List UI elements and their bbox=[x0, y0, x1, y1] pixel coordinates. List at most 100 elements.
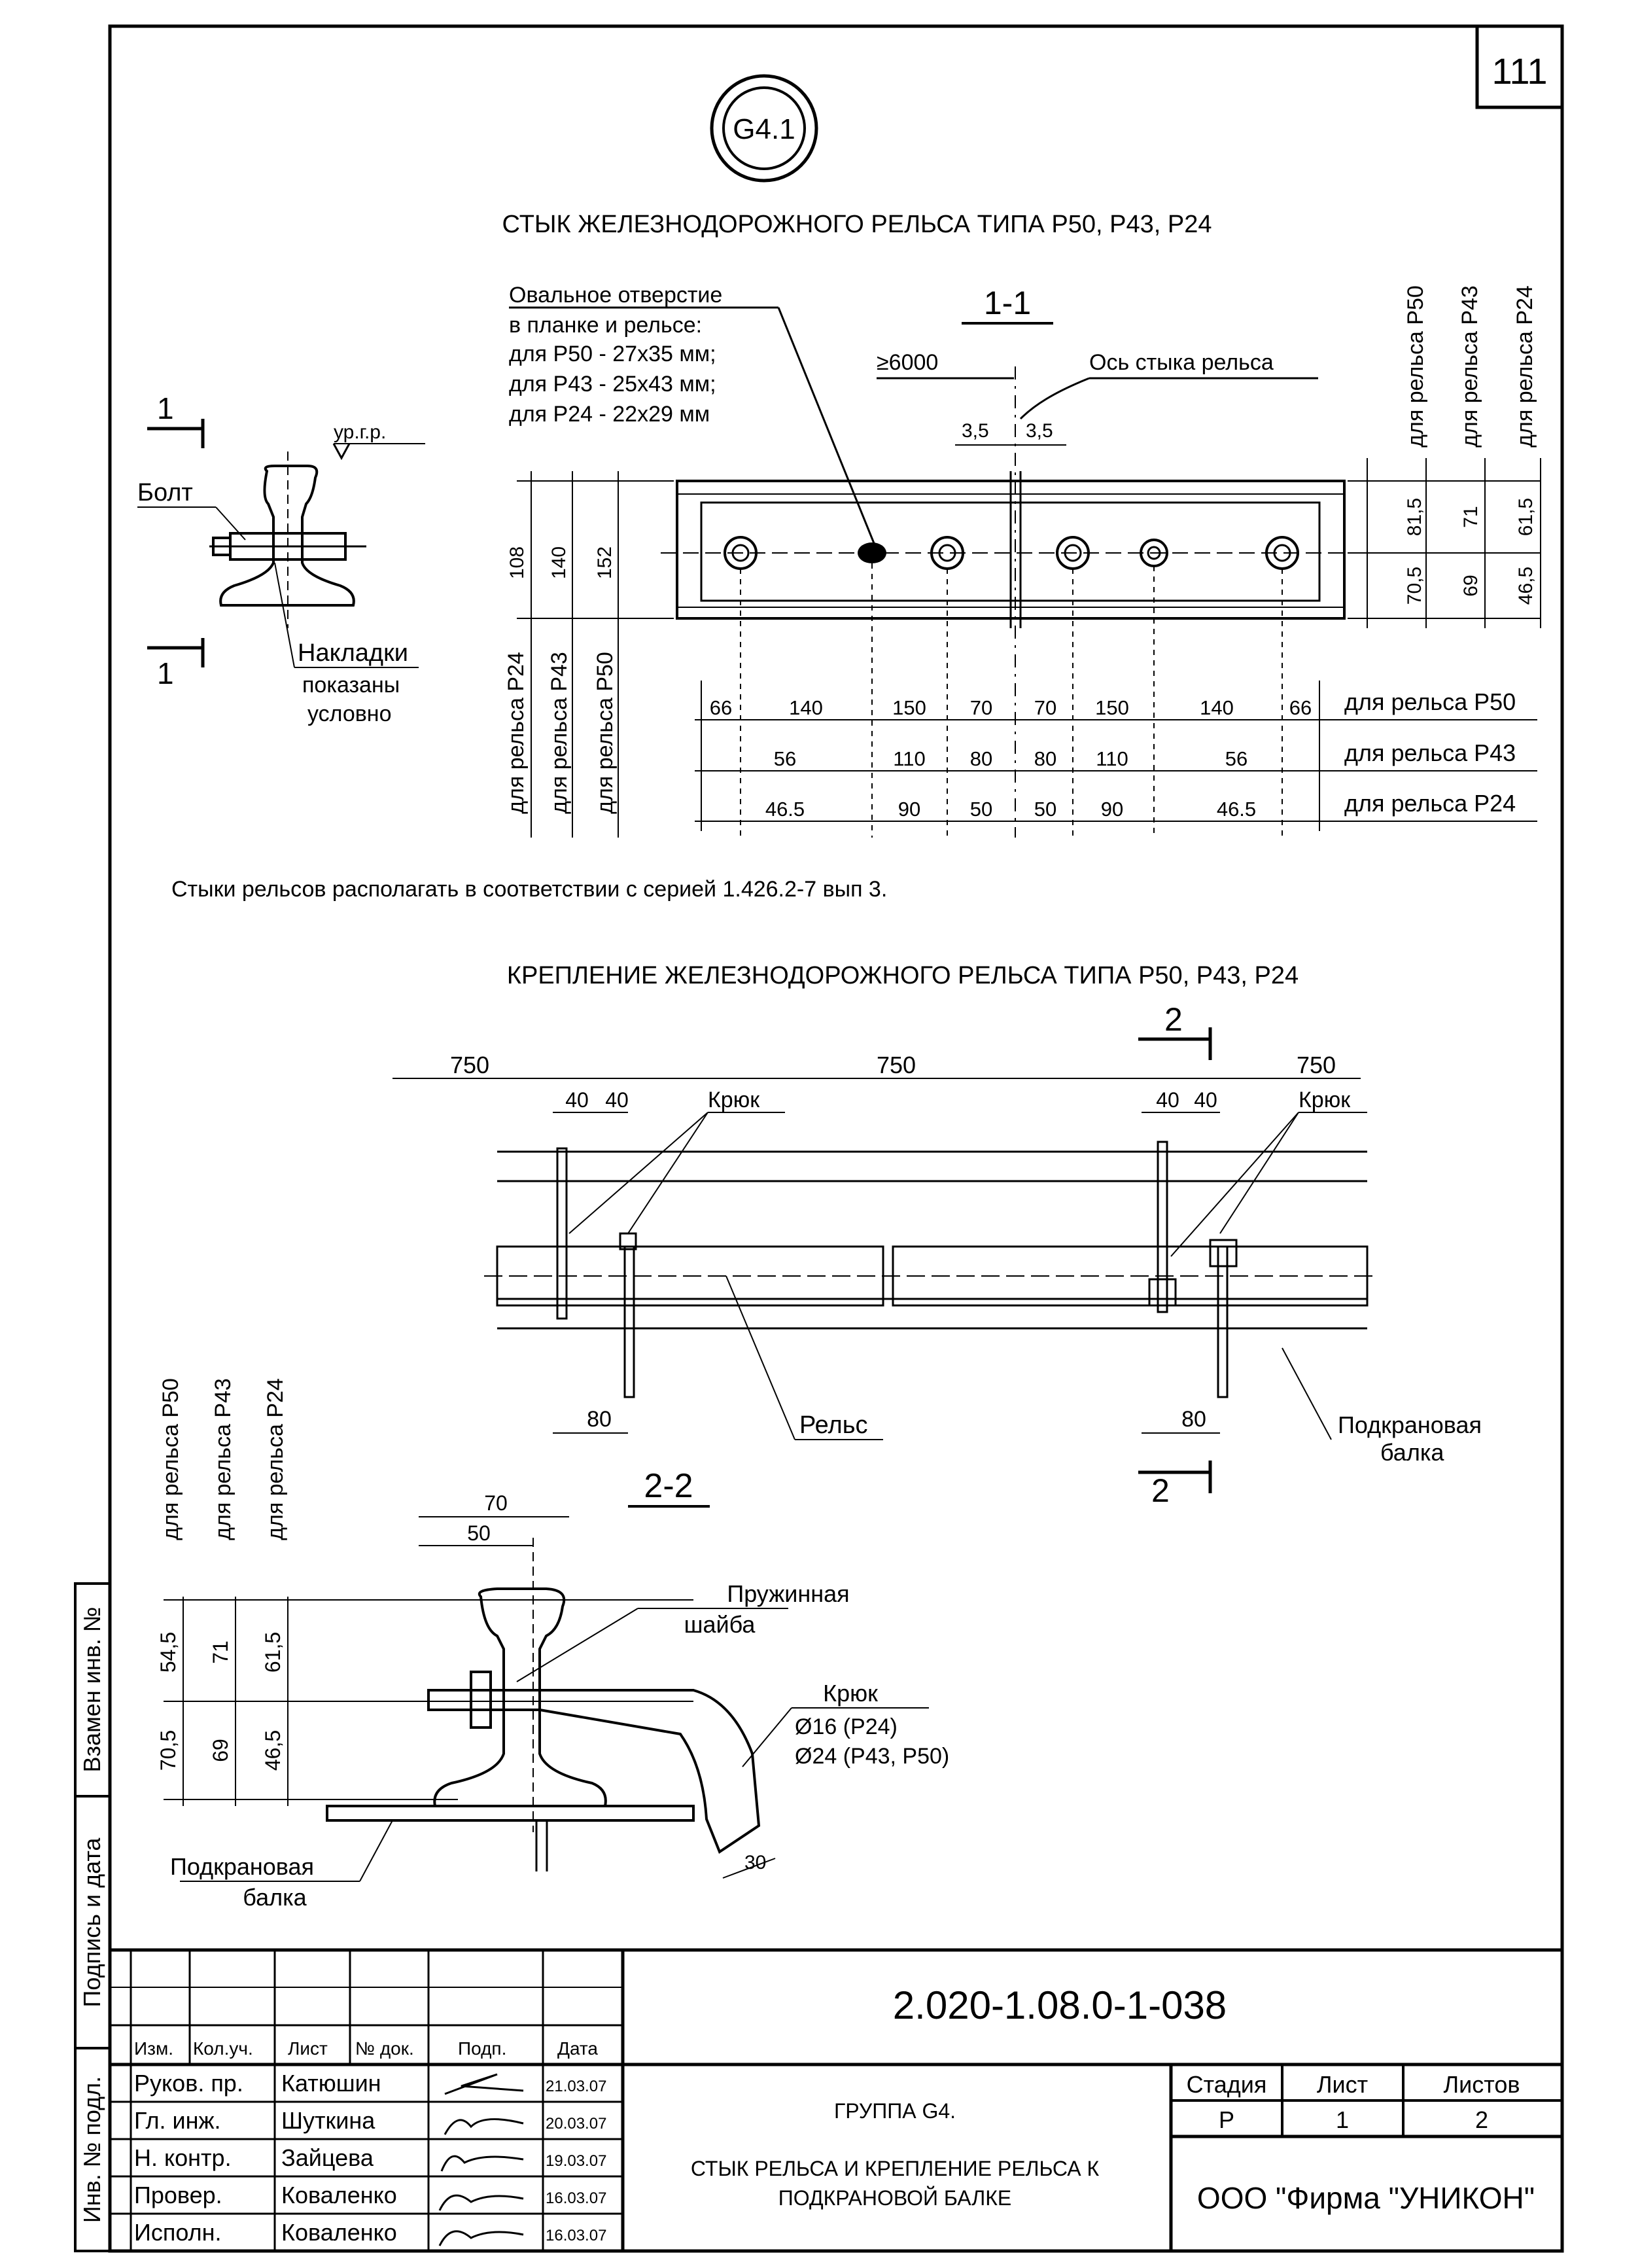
s2-height-dims bbox=[164, 1597, 693, 1806]
svg-text:70: 70 bbox=[970, 696, 992, 719]
sheet-number: 111 bbox=[1492, 50, 1547, 92]
s2-top-dim-p43: 71 bbox=[209, 1640, 232, 1664]
organization: ООО "Фирма "УНИКОН" bbox=[1197, 2181, 1535, 2215]
left-label-p50: для рельса Р50 bbox=[593, 652, 618, 814]
row-label-p43: для рельса Р43 bbox=[1344, 739, 1516, 766]
offset-4: 40 bbox=[1194, 1088, 1217, 1112]
spacing-right: 750 bbox=[1297, 1052, 1336, 1078]
sheet-header: Лист bbox=[1317, 2071, 1368, 2098]
sheet-number-box bbox=[1475, 24, 1564, 109]
beam-label-plan-2: балка bbox=[1380, 1439, 1444, 1466]
hook-s2-leader bbox=[742, 1707, 792, 1767]
description-line-1: СТЫК РЕЛЬСА И КРЕПЛЕНИЕ РЕЛЬСА К bbox=[691, 2157, 1100, 2180]
document-code: 2.020-1.08.0-1-038 bbox=[893, 1983, 1227, 2027]
svg-text:56: 56 bbox=[1225, 747, 1247, 770]
gap-dim-left: 3,5 bbox=[962, 420, 989, 442]
svg-text:Коваленко: Коваленко bbox=[281, 2219, 397, 2246]
s2-bot-dim-p24: 46,5 bbox=[261, 1730, 285, 1771]
svg-text:Гл. инж.: Гл. инж. bbox=[134, 2107, 221, 2134]
description-line-2: ПОДКРАНОВОЙ БАЛКЕ bbox=[778, 2186, 1011, 2210]
height-108: 108 bbox=[506, 546, 528, 579]
beam-label-plan-1: Подкрановая bbox=[1338, 1411, 1482, 1438]
hook-diameter-p43-p50: Ø24 (Р43, Р50) bbox=[795, 1744, 949, 1769]
signature-rows: Руков. пр. Катюшин 21.03.07 Гл. инж. Шут… bbox=[134, 2070, 606, 2246]
dim-70: 70 bbox=[484, 1491, 508, 1515]
svg-text:Лист: Лист bbox=[288, 2038, 328, 2059]
joint-note: Стыки рельсов располагать в соответствии… bbox=[171, 877, 887, 902]
badge-inner-ring bbox=[722, 86, 806, 170]
sheets-value: 2 bbox=[1475, 2106, 1488, 2133]
svg-text:66: 66 bbox=[1289, 696, 1312, 719]
washer-leader bbox=[516, 1608, 638, 1682]
section-2-2-title: 2-2 bbox=[644, 1467, 693, 1505]
svg-text:50: 50 bbox=[1034, 798, 1056, 821]
handwritten-signatures bbox=[438, 2073, 524, 2246]
hook-label-left: Крюк bbox=[708, 1088, 760, 1112]
dim-80-right: 80 bbox=[1181, 1407, 1206, 1432]
row-p24-dims: 46.5 90 50 50 90 46.5 bbox=[765, 798, 1256, 821]
badge-outer-ring bbox=[710, 74, 818, 183]
svg-text:для Р24 - 22x29 мм: для Р24 - 22x29 мм bbox=[509, 402, 710, 427]
s2-bot-dim-p50: 70,5 bbox=[156, 1730, 180, 1771]
axis-leader bbox=[1019, 377, 1090, 420]
group-label: ГРУППА G4. bbox=[834, 2099, 956, 2123]
hook-label-right: Крюк bbox=[1299, 1088, 1351, 1112]
margin-sign-date: Подпись и дата bbox=[79, 1837, 105, 2008]
svg-text:Кол.уч.: Кол.уч. bbox=[193, 2038, 253, 2059]
spacing-left: 750 bbox=[450, 1052, 489, 1078]
svg-text:46.5: 46.5 bbox=[765, 798, 805, 821]
svg-text:16.03.07: 16.03.07 bbox=[546, 2227, 606, 2244]
overlay-label-2: показаны bbox=[302, 673, 400, 698]
badge-label: G4.1 bbox=[733, 113, 795, 145]
svg-text:56: 56 bbox=[774, 747, 796, 770]
left-height-dims bbox=[517, 471, 674, 838]
svg-text:80: 80 bbox=[970, 747, 992, 770]
sheet-value: 1 bbox=[1336, 2106, 1349, 2133]
s2-top-dim-p24: 61,5 bbox=[261, 1632, 285, 1673]
level-marker bbox=[332, 443, 351, 461]
dim-50: 50 bbox=[467, 1521, 491, 1545]
overlay-label-1: Накладки bbox=[298, 639, 408, 667]
s2-bot-dim-p43: 69 bbox=[209, 1739, 232, 1762]
hook-bolts-plan bbox=[556, 1141, 1238, 1398]
svg-text:90: 90 bbox=[898, 798, 920, 821]
fastening-title: КРЕПЛЕНИЕ ЖЕЛЕЗНОДОРОЖНОГО РЕЛЬСА ТИПА Р… bbox=[507, 962, 1299, 989]
svg-text:80: 80 bbox=[1034, 747, 1056, 770]
svg-text:140: 140 bbox=[789, 696, 823, 719]
svg-text:66: 66 bbox=[710, 696, 732, 719]
svg-text:110: 110 bbox=[1096, 747, 1128, 770]
svg-text:№ док.: № док. bbox=[355, 2038, 414, 2059]
section-2-marks bbox=[1138, 1027, 1212, 1493]
svg-text:Катюшин: Катюшин bbox=[281, 2070, 381, 2097]
svg-text:16.03.07: 16.03.07 bbox=[546, 2189, 606, 2207]
margin-replace-inv: Взамен инв. № bbox=[79, 1607, 105, 1773]
oval-hole-note: Овальное отверстие в планке и рельсе: дл… bbox=[509, 283, 878, 550]
svg-text:Провер.: Провер. bbox=[134, 2182, 222, 2208]
svg-text:Изм.: Изм. bbox=[134, 2038, 173, 2059]
right-height-dims bbox=[1348, 458, 1541, 628]
row-label-p50: для рельса Р50 bbox=[1344, 688, 1516, 715]
svg-text:Руков. пр.: Руков. пр. bbox=[134, 2070, 243, 2097]
sheets-header: Листов bbox=[1444, 2071, 1520, 2098]
bolt-leader bbox=[215, 506, 246, 540]
right-bot-dim-p50: 70,5 bbox=[1404, 567, 1425, 605]
svg-text:21.03.07: 21.03.07 bbox=[546, 2078, 606, 2095]
svg-text:90: 90 bbox=[1101, 798, 1123, 821]
svg-text:Зайцева: Зайцева bbox=[281, 2144, 374, 2171]
rail-cross-section-joint bbox=[209, 452, 366, 628]
hook-leaders bbox=[568, 1112, 1367, 1257]
svg-text:150: 150 bbox=[892, 696, 926, 719]
svg-text:150: 150 bbox=[1095, 696, 1129, 719]
min-length-dim: ≥6000 bbox=[877, 350, 938, 375]
svg-text:Шуткина: Шуткина bbox=[281, 2107, 375, 2134]
section-2-mark-top: 2 bbox=[1164, 1001, 1183, 1038]
left-label-p24: для рельса Р24 bbox=[504, 652, 529, 814]
left-label-p43: для рельса Р43 bbox=[547, 652, 572, 814]
right-label-p50: для рельса Р50 bbox=[1403, 285, 1428, 448]
right-top-dim-p43: 71 bbox=[1460, 506, 1482, 527]
margin-table bbox=[74, 1582, 111, 2252]
right-label-p24: для рельса Р24 bbox=[1512, 285, 1537, 448]
section-1-mark-top: 1 bbox=[157, 391, 174, 425]
dim-80-left: 80 bbox=[587, 1407, 612, 1432]
offset-2: 40 bbox=[605, 1088, 629, 1112]
